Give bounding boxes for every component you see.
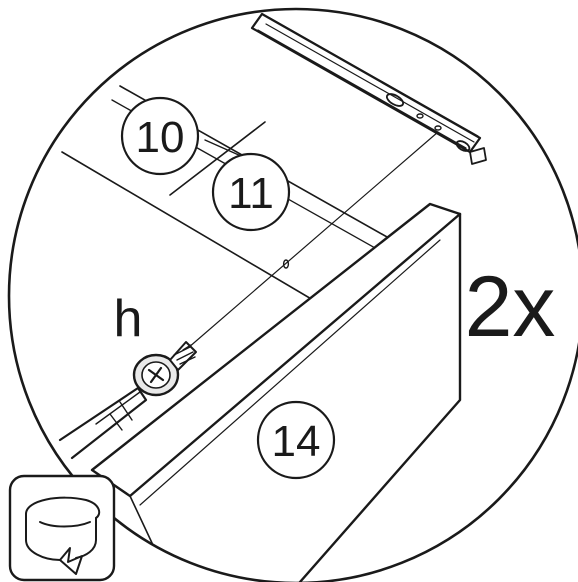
callout-rail-groove-part: 11 [211, 152, 291, 232]
callout-rail-part: 10 [120, 96, 200, 176]
callout-panel-number: 14 [272, 417, 321, 466]
screw-guide-line [187, 131, 439, 349]
rotate-clockwise-icon [8, 474, 116, 582]
screw-icon [132, 341, 197, 397]
cabinet-edge-line [61, 151, 331, 311]
callout-rail-number: 10 [136, 113, 185, 162]
alignment-cross-line-a [169, 121, 266, 196]
screwdriver-icon [58, 386, 148, 460]
quantity-label: 2x [465, 259, 556, 355]
drawer-front-panel [90, 202, 462, 582]
pilot-hole [282, 259, 290, 269]
hardware-letter: h [114, 290, 143, 348]
callout-panel-part: 14 [256, 400, 336, 480]
callout-rail-groove-number: 11 [228, 169, 274, 218]
drawer-runner-rail [250, 12, 487, 165]
